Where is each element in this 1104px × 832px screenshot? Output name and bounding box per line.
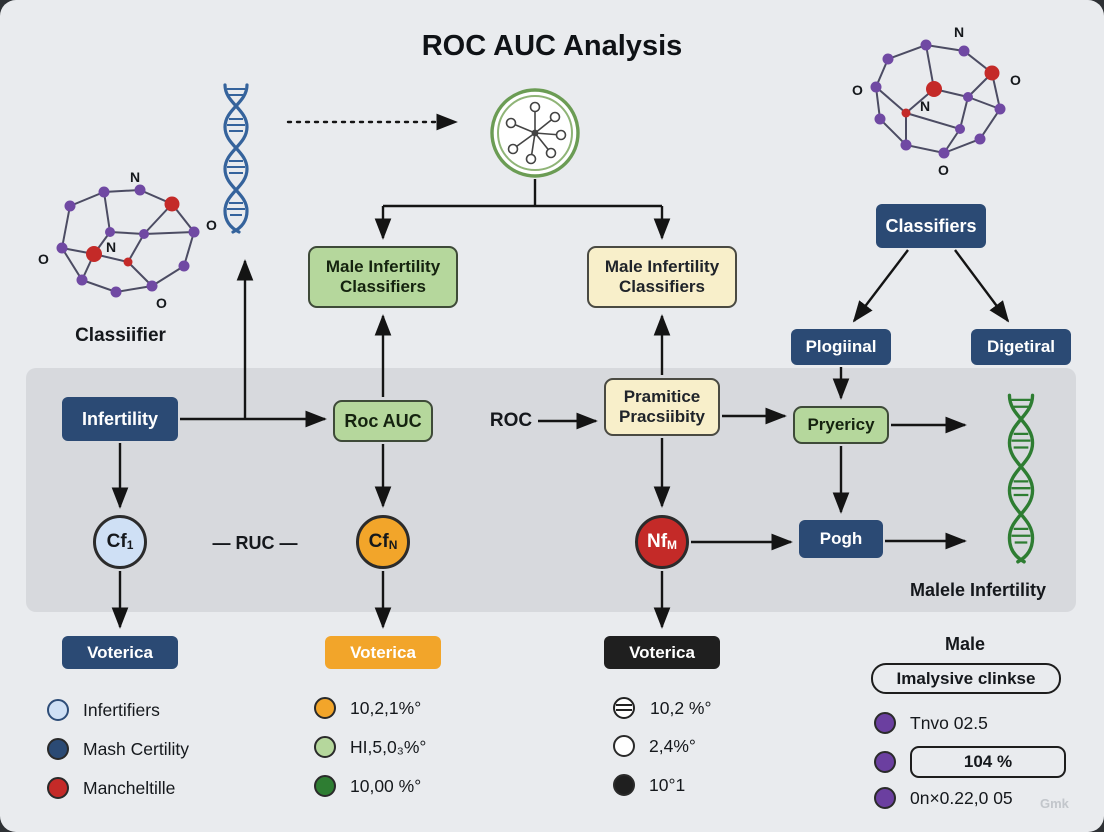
male-panel-item: Tnvo 02.5 bbox=[874, 712, 988, 734]
legend-label: HI,5,0₃%° bbox=[350, 736, 427, 757]
atom-label: N bbox=[920, 98, 930, 114]
atom-label: O bbox=[38, 251, 49, 267]
node-male-infertility-classifiers-green[interactable]: Male Infertility Classifiers bbox=[308, 246, 458, 308]
atom-label: N bbox=[954, 25, 964, 40]
node-voterica-right[interactable]: Voterica bbox=[604, 636, 720, 669]
legend-item: 2,4%° bbox=[613, 735, 696, 757]
node-voterica-left[interactable]: Voterica bbox=[62, 636, 178, 669]
cf1-subscript: 1 bbox=[126, 538, 134, 552]
molecule-icon: N O N O O bbox=[852, 25, 1021, 178]
molecule-caption: Classiifier bbox=[75, 325, 166, 346]
node-plogiinal[interactable]: Plogiinal bbox=[791, 329, 891, 365]
legend-dot-purple bbox=[874, 751, 896, 773]
legend-dot-navy bbox=[47, 738, 69, 760]
legend-dot-white bbox=[613, 735, 635, 757]
legend-dot-darkgreen bbox=[314, 775, 336, 797]
node-pramitice-pracsiibity[interactable]: Pramitice Pracsiibity bbox=[604, 378, 720, 436]
legend-dot-purple bbox=[874, 712, 896, 734]
legend-item: 10,2,1%° bbox=[314, 697, 421, 719]
atom-label: O bbox=[156, 295, 167, 311]
network-node-icon bbox=[490, 88, 580, 178]
legend-item: 10,00 %° bbox=[314, 775, 421, 797]
node-roc-auc[interactable]: Roc AUC bbox=[333, 400, 433, 442]
middle-band bbox=[26, 368, 1076, 612]
dna-helix-icon bbox=[223, 83, 249, 234]
legend-item: HI,5,0₃%° bbox=[314, 736, 426, 758]
legend-label: 10°1 bbox=[649, 774, 686, 795]
cf1-label: Cf bbox=[106, 531, 127, 552]
legend-item: 10,2 %° bbox=[612, 696, 711, 720]
ruc-label: — RUC — bbox=[212, 533, 298, 553]
node-voterica-center[interactable]: Voterica bbox=[325, 636, 441, 669]
molecule-icon: N O N O O bbox=[38, 169, 217, 311]
legend-dot-purple bbox=[874, 787, 896, 809]
nfm-subscript: M bbox=[667, 538, 678, 552]
male-panel-item: 0n×0.22,0 05 bbox=[874, 787, 1013, 809]
legend-label: Mash Certility bbox=[83, 738, 189, 759]
atom-label: O bbox=[938, 162, 949, 178]
atom-label: N bbox=[130, 169, 140, 185]
male-panel-label: Tnvo 02.5 bbox=[910, 712, 988, 733]
legend-dot-lightblue bbox=[47, 699, 69, 721]
node-pryericy[interactable]: Pryericy bbox=[793, 406, 889, 444]
striped-circle-icon bbox=[613, 697, 635, 719]
cfn-label: Cf bbox=[368, 531, 389, 552]
legend-dot-orange bbox=[314, 697, 336, 719]
legend-label: Infertifiers bbox=[83, 699, 160, 720]
node-digetiral[interactable]: Digetiral bbox=[971, 329, 1071, 365]
atom-label: N bbox=[106, 239, 116, 255]
legend-item: Mash Certility bbox=[47, 738, 189, 760]
node-infertility[interactable]: Infertility bbox=[62, 397, 178, 441]
node-classifiers[interactable]: Classifiers bbox=[876, 204, 986, 248]
value-pill[interactable]: 104 % bbox=[910, 746, 1066, 778]
legend-label: 10,2 %° bbox=[650, 697, 712, 718]
legend-label: Mancheltille bbox=[83, 777, 176, 798]
atom-label: O bbox=[1010, 72, 1021, 88]
atom-label: O bbox=[852, 82, 863, 98]
dna-helix-icon bbox=[1007, 393, 1035, 564]
roc-label: ROC bbox=[489, 410, 533, 431]
legend-item: 10°1 bbox=[613, 774, 685, 796]
legend-dot-black bbox=[613, 774, 635, 796]
legend-item: Infertifiers bbox=[47, 699, 160, 721]
legend-dot-lightgreen bbox=[314, 736, 336, 758]
male-panel-label: 0n×0.22,0 05 bbox=[910, 787, 1013, 808]
page-title: ROC AUC Analysis bbox=[421, 30, 683, 62]
legend-label: 10,00 %° bbox=[350, 775, 422, 796]
imalysive-clinkse-box[interactable]: Imalysive clinkse bbox=[871, 663, 1061, 694]
legend-item: Mancheltille bbox=[47, 777, 175, 799]
legend-dot-red bbox=[47, 777, 69, 799]
watermark: Gmk bbox=[1040, 796, 1069, 811]
atom-label: O bbox=[206, 217, 217, 233]
node-pogh[interactable]: Pogh bbox=[799, 520, 883, 558]
legend-label: 10,2,1%° bbox=[350, 697, 422, 718]
legend-label: 2,4%° bbox=[649, 735, 696, 756]
male-panel-title: Male bbox=[944, 634, 986, 654]
node-male-infertility-classifiers-cream[interactable]: Male Infertility Classifiers bbox=[587, 246, 737, 308]
cfn-subscript: N bbox=[388, 538, 398, 552]
male-panel-item: 104 % bbox=[874, 746, 1066, 778]
nfm-label: Nf bbox=[646, 531, 668, 552]
malele-infertility-caption: Malele Infertility bbox=[909, 580, 1047, 600]
